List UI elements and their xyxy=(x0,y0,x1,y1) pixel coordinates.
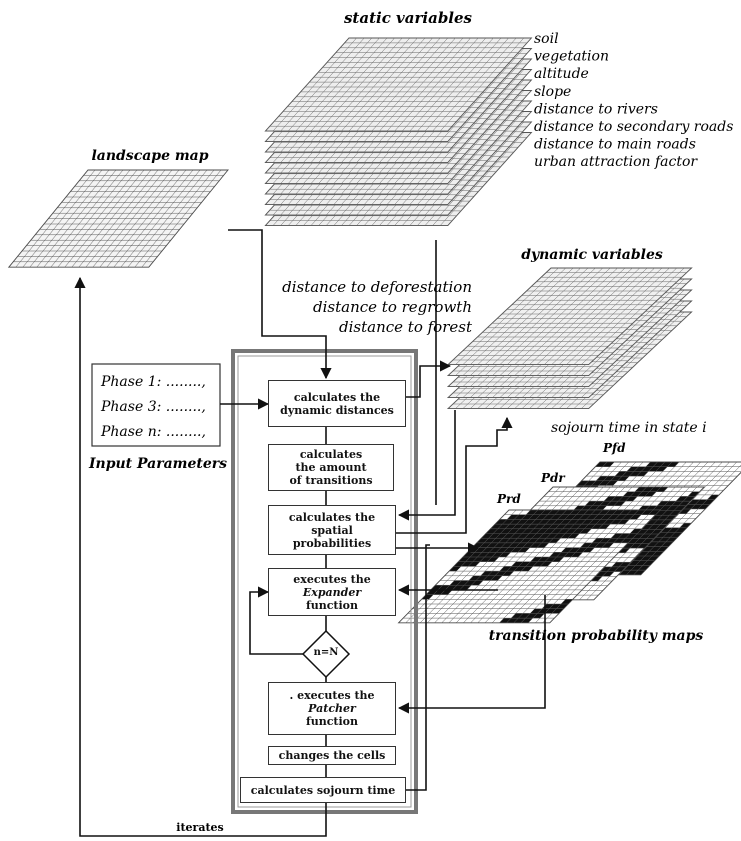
step-amount-transitions: calculates the amount of transitions xyxy=(268,444,394,491)
static-variable-item: distance to secondary roads xyxy=(534,119,733,135)
static-variable-item: vegetation xyxy=(534,49,609,65)
step4-line2: Expander xyxy=(302,585,362,599)
static-variable-item: slope xyxy=(534,84,571,100)
input-phase-item: Phase n: ........, xyxy=(100,424,206,440)
step2-line3: of transitions xyxy=(289,474,373,487)
arrow-sojourn xyxy=(396,416,513,534)
static-variable-item: distance to rivers xyxy=(534,101,658,117)
iterates-label: iterates xyxy=(176,821,223,834)
step-expander: executes the Expander function xyxy=(268,568,396,616)
process-frame xyxy=(231,349,418,814)
dynamic-variables-title: dynamic variables xyxy=(521,247,663,263)
step2-line2: the amount xyxy=(295,461,367,474)
arrow-landscape-to-step1 xyxy=(228,229,332,380)
loop-arrow xyxy=(249,586,303,655)
step-patcher: . executes the Patcher function xyxy=(268,682,396,735)
step7-label: calculates sojourn time xyxy=(250,783,396,797)
step4-line3: function xyxy=(305,598,359,612)
input-phase-item: Phase 1: ........, xyxy=(100,374,206,390)
step-spatial-probabilities: calculates the spatial probabilities xyxy=(268,505,396,555)
prob-label-pfd: Pfd xyxy=(602,441,626,455)
arrow-step1-to-dynamic xyxy=(406,360,452,398)
step1-line2: dynamic distances xyxy=(280,403,394,417)
input-parameters-title: Input Parameters xyxy=(88,456,227,472)
decision-label: n=N xyxy=(313,647,339,658)
landscape-map-grid xyxy=(7,169,229,268)
static-variable-item: urban attraction factor xyxy=(534,154,698,170)
step4-line1: executes the xyxy=(293,572,371,586)
probability-map-prd xyxy=(397,509,662,624)
step-changes-cells: changes the cells xyxy=(268,746,396,765)
static-variable-item: altitude xyxy=(534,66,589,82)
step5-line1: . executes the xyxy=(289,689,375,702)
step6-label: changes the cells xyxy=(278,749,386,762)
input-parameters-box xyxy=(91,363,221,447)
prob-label-prd: Prd xyxy=(496,492,521,506)
arrow-dynamic-to-step3 xyxy=(397,410,456,521)
static-variable-item: distance to main roads xyxy=(534,137,696,153)
step-sojourn-time: calculates sojourn time xyxy=(240,777,406,803)
arrow-maps-to-patcher xyxy=(397,595,546,714)
step1-line1: calculates the xyxy=(293,390,381,404)
step5-line3: function xyxy=(305,715,359,728)
step5-line2: Patcher xyxy=(308,702,356,715)
transition-maps-title: transition probability maps xyxy=(489,628,704,644)
static-variables-title: static variables xyxy=(344,9,473,27)
iterates-arrow xyxy=(74,276,327,837)
step3-line3: probabilities xyxy=(292,536,372,550)
step-dynamic-distances: calculates the dynamic distances xyxy=(268,380,406,427)
static-layer xyxy=(264,37,533,132)
prob-label-pdr: Pdr xyxy=(540,471,566,485)
step3-line2: spatial xyxy=(311,523,353,537)
dynamic-variable-item: distance to regrowth xyxy=(313,298,472,316)
dynamic-layer xyxy=(446,267,693,366)
step2-line1: calculates xyxy=(299,448,363,461)
static-variable-item: soil xyxy=(534,31,559,47)
sojourn-label: sojourn time in state i xyxy=(551,420,707,436)
dynamic-variable-item: distance to deforestation xyxy=(282,278,472,296)
dynamic-variable-item: distance to forest xyxy=(339,318,473,336)
step3-line1: calculates the xyxy=(288,510,376,524)
input-phase-item: Phase 3: ........, xyxy=(100,399,206,415)
landscape-map-title: landscape map xyxy=(91,148,208,164)
